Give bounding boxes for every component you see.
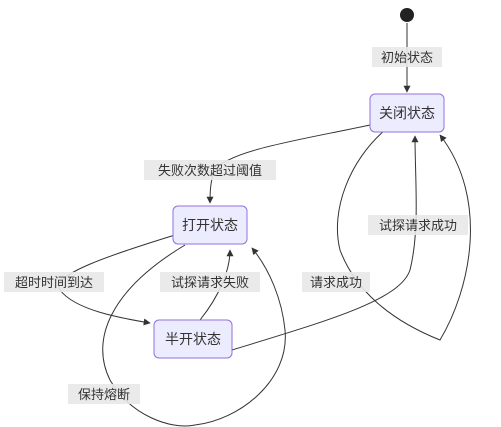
state-closed-box: [369, 93, 445, 133]
edge-probe-succeeded: [231, 135, 419, 351]
label-request-succeeded: 请求成功: [310, 276, 362, 291]
label-probe-failed: 试探请求失败: [171, 276, 249, 291]
state-open-box: [172, 205, 248, 245]
edge-request-succeeded: [336, 129, 471, 341]
label-timeout-reached: 超时时间到达: [15, 276, 93, 291]
label-timeout-reached-bg: [4, 272, 104, 292]
label-probe-succeeded-bg: [368, 215, 468, 235]
label-failure-threshold: 失败次数超过阈值: [158, 163, 262, 179]
state-closed-label: 关闭状态: [379, 106, 435, 122]
label-probe-succeeded: 试探请求成功: [379, 219, 457, 234]
label-stay-tripped: 保持熔断: [78, 388, 130, 403]
label-stay-tripped-bg: [68, 384, 140, 404]
state-half-open-box: [153, 319, 233, 359]
label-probe-failed-bg: [160, 272, 260, 292]
state-half-open-label: 半开状态: [165, 332, 221, 348]
label-initial: 初始状态: [381, 51, 433, 66]
label-failure-threshold-bg: [144, 160, 276, 180]
label-initial-bg: [372, 47, 442, 67]
initial-state-dot: [400, 8, 414, 22]
label-request-succeeded-bg: [302, 272, 370, 292]
edge-stay-tripped: [102, 244, 286, 427]
state-open-label: 打开状态: [182, 217, 238, 234]
